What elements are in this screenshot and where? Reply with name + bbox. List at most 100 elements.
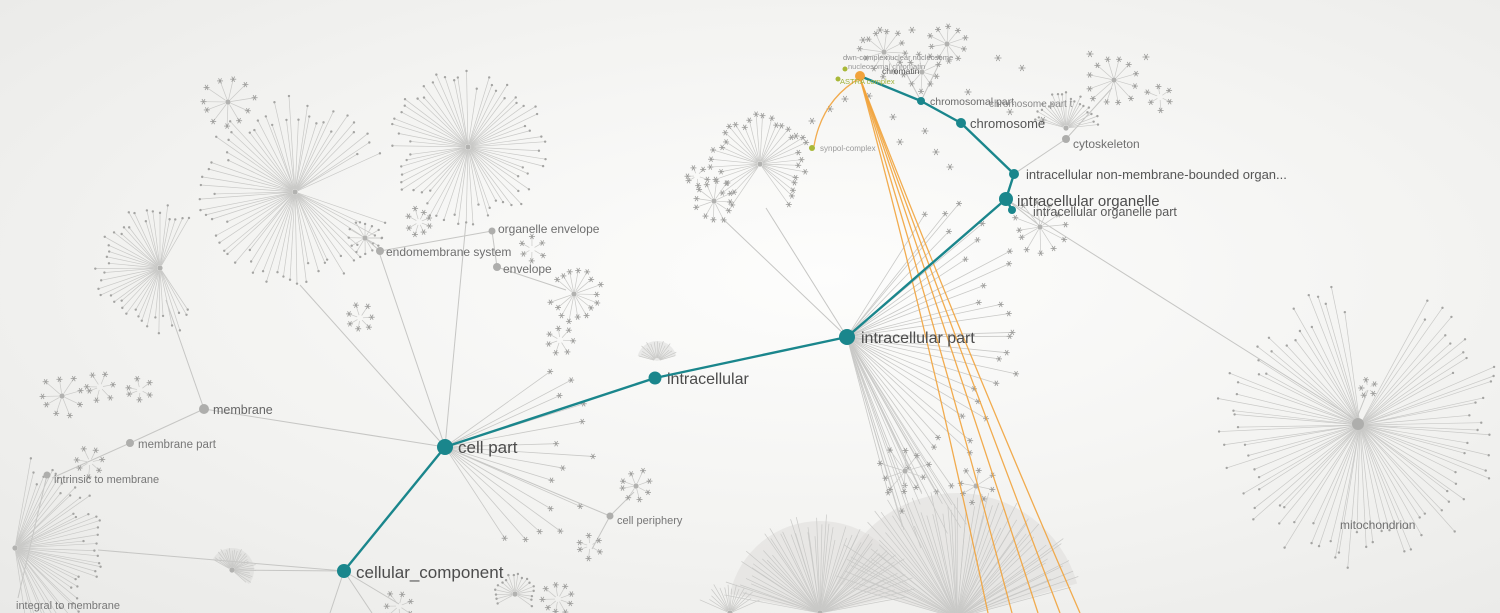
node-membrane-part[interactable] xyxy=(126,439,134,447)
leaf-dot xyxy=(276,270,279,274)
label-chromosome-part: chromosome part t xyxy=(989,99,1073,110)
leaf-dot xyxy=(352,131,356,134)
fan-spoke xyxy=(16,495,71,547)
fan-spoke xyxy=(469,149,497,201)
fan-spoke xyxy=(200,192,293,211)
fan-spoke xyxy=(152,211,160,266)
label-membrane: membrane xyxy=(213,403,273,417)
node-nucleosome[interactable] xyxy=(855,71,865,81)
leaf-dot xyxy=(96,526,100,529)
fan-spoke xyxy=(1019,227,1038,231)
fan-spoke xyxy=(1068,107,1090,127)
leaf-dot xyxy=(99,279,103,282)
leaf-dot xyxy=(598,550,601,553)
node-chromosomal-part[interactable] xyxy=(917,97,925,105)
fan-spoke xyxy=(355,222,364,236)
leaf-dot xyxy=(554,610,557,613)
fan-spoke xyxy=(17,548,100,564)
leaf-dot xyxy=(544,587,547,590)
fan-spoke xyxy=(295,194,326,263)
leaf-dot xyxy=(697,184,700,187)
leaf-dot xyxy=(32,471,35,474)
leaf-dot xyxy=(371,249,374,252)
leaf-star-icon xyxy=(408,610,411,613)
leaf-dot xyxy=(122,226,126,229)
leaf-dot xyxy=(1105,101,1108,103)
node-nucleosomal-chromatin[interactable] xyxy=(835,76,841,82)
leaf-dot xyxy=(186,308,189,311)
node-membrane[interactable] xyxy=(199,404,209,414)
fan-spoke xyxy=(228,159,293,192)
fan-spoke xyxy=(822,589,896,613)
leaf-dot xyxy=(238,119,240,122)
fan-spoke xyxy=(295,194,328,260)
node-mitochondrion[interactable] xyxy=(1352,418,1364,430)
leaf-dot xyxy=(577,269,580,272)
leaf-dot xyxy=(288,278,292,281)
fan-spoke xyxy=(266,194,295,282)
fan-spoke xyxy=(229,104,240,121)
leaf-dot xyxy=(428,225,431,227)
fan-spoke xyxy=(231,131,294,191)
node-endomembrane-system[interactable] xyxy=(376,247,384,255)
leaf-dot xyxy=(642,469,644,472)
edge xyxy=(165,299,205,410)
leaf-dot xyxy=(554,351,557,354)
fan-spoke xyxy=(218,551,231,568)
fan-spoke xyxy=(885,33,899,50)
leaf-dot xyxy=(1036,110,1039,113)
node-organelle-envelope[interactable] xyxy=(488,227,496,235)
node-cell-periphery[interactable] xyxy=(606,512,614,520)
leaf-dot xyxy=(865,57,867,59)
fan-spoke xyxy=(907,471,924,478)
node-envelope[interactable] xyxy=(493,263,501,271)
leaf-dot xyxy=(306,104,309,108)
fan-spoke xyxy=(978,486,993,490)
fan-spoke xyxy=(1219,424,1358,432)
node-intracellular-organelle[interactable] xyxy=(999,192,1013,206)
node-astra-complex[interactable] xyxy=(842,66,848,72)
leaf-dot xyxy=(1253,468,1256,471)
leaf-dot xyxy=(1480,421,1483,424)
leaf-dot xyxy=(1476,428,1479,432)
fan-spoke xyxy=(807,527,820,611)
leaf-dot xyxy=(412,188,415,192)
fan-spoke xyxy=(848,214,926,335)
fan-spoke xyxy=(646,348,656,359)
fan-spoke xyxy=(100,268,158,296)
leaf-dot xyxy=(1371,540,1374,544)
leaf-dot xyxy=(530,604,534,608)
leaf-dot xyxy=(899,61,901,64)
fan-spoke xyxy=(17,527,99,548)
node-cell-part[interactable] xyxy=(437,439,453,455)
label-mitochondrion: mitochondrion xyxy=(1340,518,1415,532)
leaf-dot xyxy=(900,510,903,512)
leaf-dot xyxy=(350,244,353,247)
leaf-dot xyxy=(1096,123,1100,126)
fan-spoke xyxy=(821,543,873,611)
leaf-dot xyxy=(505,83,509,87)
label-chromosome: chromosome xyxy=(970,116,1045,131)
leaf-dot xyxy=(113,300,116,303)
node-intracellular-organelle-part[interactable] xyxy=(1008,206,1016,214)
fan-spoke xyxy=(592,547,601,553)
node-cytoskeleton[interactable] xyxy=(1062,135,1070,143)
node-synpol-complex[interactable] xyxy=(809,145,815,151)
fan-spoke xyxy=(446,448,526,540)
node-chromosome[interactable] xyxy=(956,118,966,128)
fan-spoke xyxy=(790,534,820,611)
fan-spoke xyxy=(849,263,1010,337)
node-cellular-component[interactable] xyxy=(337,564,351,578)
node-intracellular-part[interactable] xyxy=(839,329,855,345)
fan-spoke xyxy=(1362,425,1465,454)
fan-spoke xyxy=(576,284,601,294)
leaf-dot xyxy=(896,32,899,35)
node-intrinsic-to-membrane[interactable] xyxy=(43,471,51,479)
node-intracellular[interactable] xyxy=(648,371,662,385)
node-intracellular-non-membrane-bounded-organelle[interactable] xyxy=(1009,169,1019,179)
fan-spoke xyxy=(121,269,158,301)
fan-spoke xyxy=(271,124,295,190)
fan-spoke xyxy=(202,176,293,192)
